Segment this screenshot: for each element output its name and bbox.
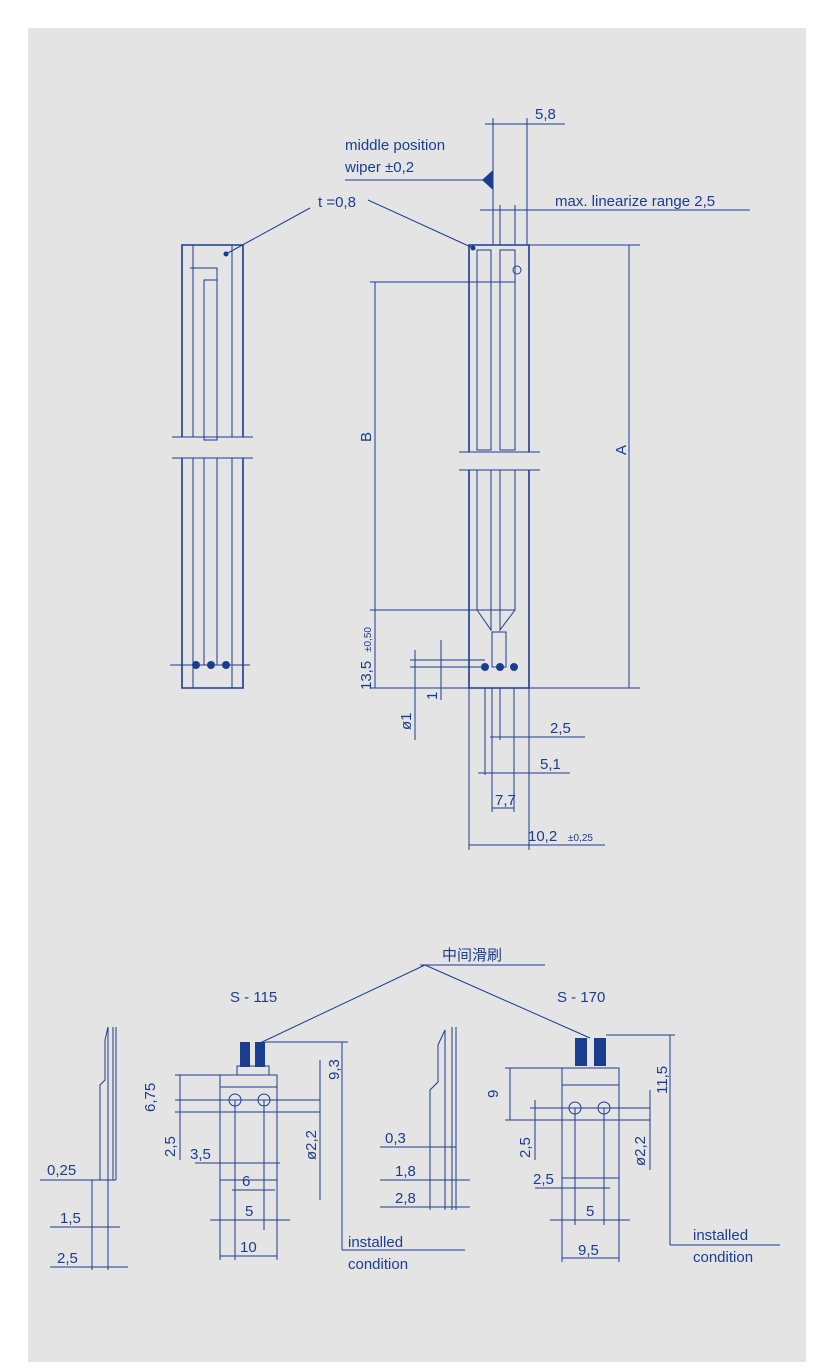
s170-dim-0-3: 0,3 [385, 1130, 406, 1147]
s170-dim-5: 5 [586, 1203, 594, 1220]
s115-dim-0-25: 0,25 [47, 1162, 76, 1179]
dim-B: B [358, 432, 375, 442]
top-view-labels: 5,8 middle position wiper ±0,2 t =0,8 ma… [318, 106, 715, 845]
dim-5-1: 5,1 [540, 756, 561, 773]
dim-13-5-tol: ±0,50 [363, 627, 374, 652]
s170-condition: condition [693, 1249, 753, 1266]
s115-dim-1-5: 1,5 [60, 1210, 81, 1227]
s115-dim-6-75: 6,75 [142, 1083, 159, 1112]
s170-dim-9: 9 [485, 1090, 502, 1098]
bottom-drawings: 中间滑刷 S - 115 0,25 1,5 2,5 6,75 2,5 3,5 6… [40, 947, 780, 1273]
s115-dim-5: 5 [245, 1203, 253, 1220]
s115-title: S - 115 [230, 989, 277, 1006]
s170-dim-2-5a: 2,5 [517, 1137, 534, 1158]
front-view-strip [345, 118, 750, 850]
s170-dim-2-5b: 2,5 [533, 1171, 554, 1188]
s170-dim-phi2-2: ø2,2 [632, 1136, 649, 1166]
s115-dim-3-5: 3,5 [190, 1146, 211, 1163]
s170-dim-9-5: 9,5 [578, 1242, 599, 1259]
dim-10-2: 10,2 [528, 828, 557, 845]
s170-dim-1-8: 1,8 [395, 1163, 416, 1180]
drawing-panel [28, 28, 806, 1362]
s170-installed: installed [693, 1227, 748, 1244]
s115-condition: condition [348, 1256, 408, 1273]
dim-1: 1 [424, 692, 441, 700]
dim-10-2-tol: ±0,25 [568, 833, 593, 844]
s115-dim-6: 6 [242, 1173, 250, 1190]
s115-dim-phi2-2: ø2,2 [303, 1130, 320, 1160]
wiper-tolerance-label: wiper ±0,2 [344, 159, 414, 176]
s115-dim-9-3: 9,3 [326, 1059, 343, 1080]
s115-dim-2-5: 2,5 [57, 1250, 78, 1267]
dim-phi1: ø1 [398, 712, 415, 730]
side-view-strip [170, 207, 311, 689]
middle-wiper-label: 中间滑刷 [442, 947, 502, 964]
middle-position-label: middle position [345, 137, 445, 154]
s115-dim-10: 10 [240, 1239, 257, 1256]
s170-title: S - 170 [557, 989, 605, 1006]
dim-13-5: 13,5 [358, 661, 375, 690]
s115-installed: installed [348, 1234, 403, 1251]
dim-2-5: 2,5 [550, 720, 571, 737]
max-linearize-label: max. linearize range 2,5 [555, 193, 715, 210]
s170-dim-2-8: 2,8 [395, 1190, 416, 1207]
dim-A: A [613, 445, 630, 455]
dim-7-7: 7,7 [495, 792, 516, 809]
thickness-label: t =0,8 [318, 194, 356, 211]
s115-dim-2-5b: 2,5 [162, 1136, 179, 1157]
s170-dim-11-5: 11,5 [654, 1066, 671, 1094]
dim-5-8: 5,8 [535, 106, 556, 123]
